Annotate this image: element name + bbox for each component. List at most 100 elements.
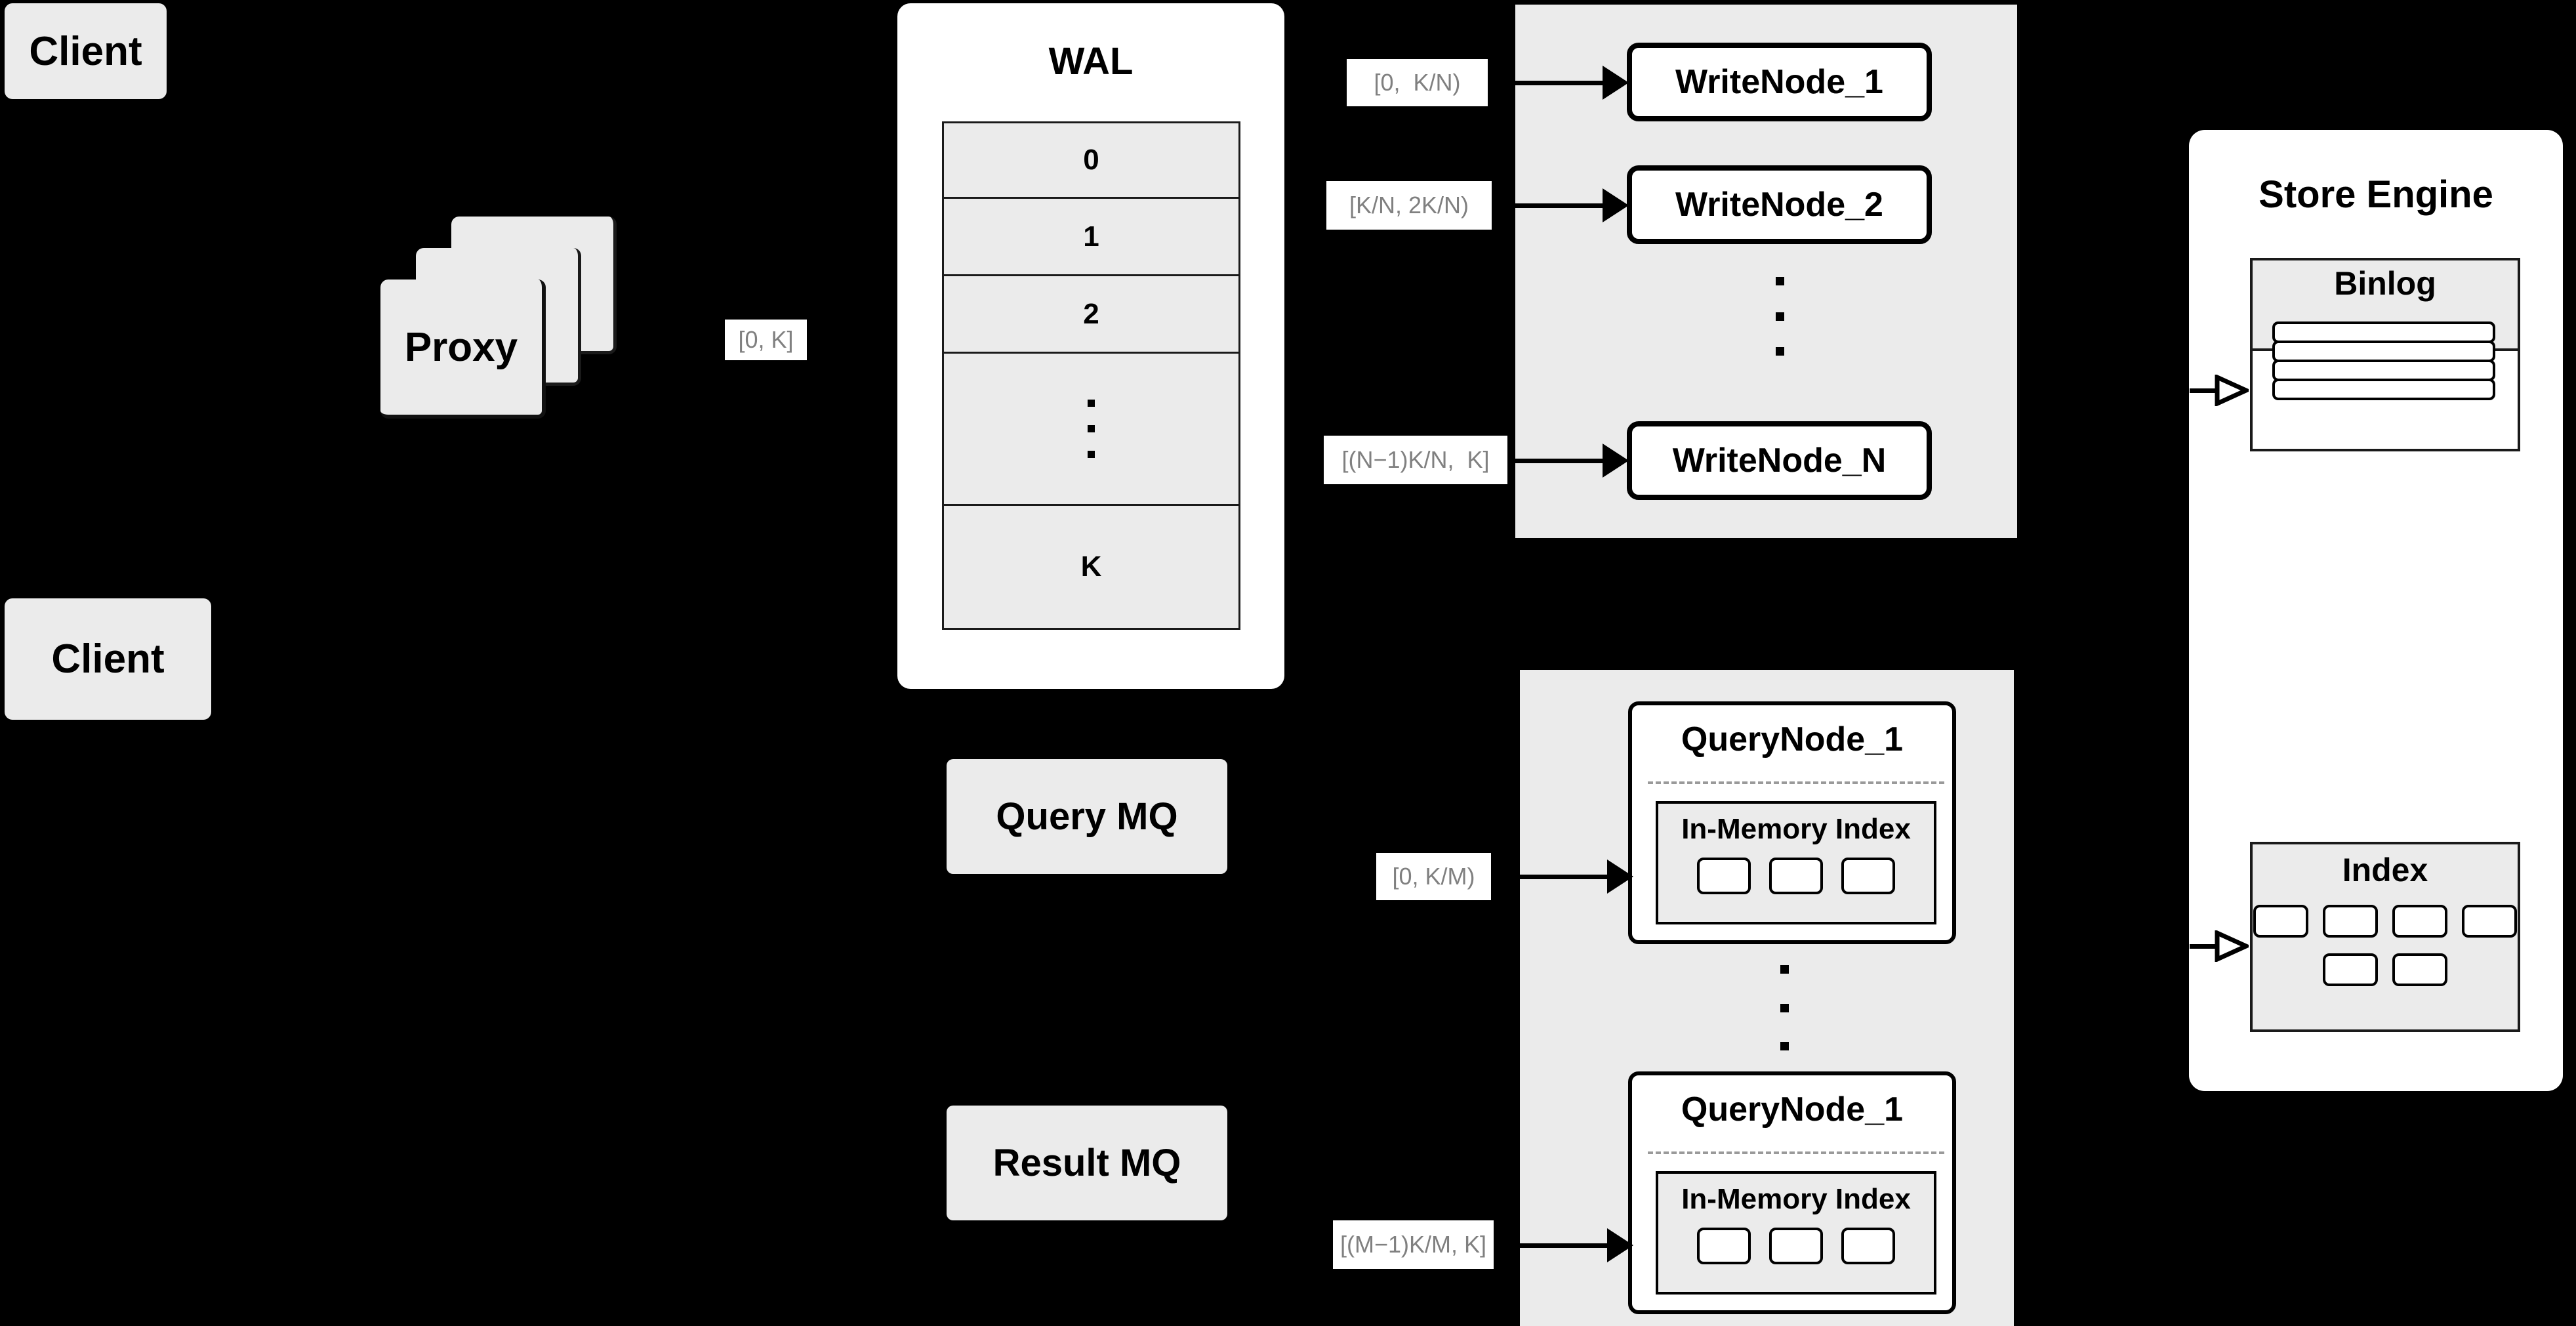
query-node-1[interactable]: QueryNode_1 In-Memory Index	[1628, 701, 1956, 944]
proxy-to-wal-connector	[617, 340, 669, 345]
wal-row-1[interactable]: 1	[944, 199, 1238, 276]
index-cell[interactable]	[2392, 953, 2447, 986]
binlog-title-text: Binlog	[2334, 265, 2436, 302]
binlog-title: Binlog	[2253, 264, 2518, 302]
write-node-1[interactable]: WriteNode_1	[1627, 43, 1932, 121]
binlog-frame	[2250, 258, 2520, 451]
range-label-write-node-1-text: [0, K/N)	[1374, 69, 1461, 96]
client-box-1[interactable]: Client	[5, 3, 167, 99]
in-memory-index-title: In-Memory Index	[1658, 1183, 1934, 1216]
query-node-m-in-memory-index: In-Memory Index	[1656, 1171, 1936, 1295]
query-node-1-in-memory-index: In-Memory Index	[1656, 801, 1936, 924]
client-label-1: Client	[29, 28, 142, 74]
open-arrowhead-icon	[2215, 375, 2249, 406]
index-cell[interactable]	[2323, 905, 2378, 938]
ellipsis-dot	[1780, 1003, 1789, 1012]
arrow-to-write-node-n	[1515, 444, 1630, 478]
query-mq-label: Query MQ	[996, 795, 1178, 838]
client-box-2[interactable]: Client	[5, 598, 211, 720]
arrow-to-index	[2190, 926, 2255, 966]
ellipsis-dot	[1780, 965, 1789, 974]
ellipsis-dot	[1775, 312, 1784, 321]
range-label-proxy-to-wal-text: [0, K]	[738, 326, 794, 353]
arrow-to-write-node-1	[1515, 66, 1630, 100]
store-engine-panel: Store Engine Binlog Index	[2189, 130, 2563, 1091]
wal-row-k[interactable]: K	[944, 506, 1238, 628]
wal-row-list: 0 1 2 K	[942, 121, 1240, 630]
index-section: Index	[2250, 842, 2520, 1032]
ellipsis-dot	[1775, 347, 1784, 356]
index-segment[interactable]	[1841, 1228, 1895, 1264]
ellipsis-dot	[1780, 1042, 1789, 1050]
wal-row-1-label: 1	[1083, 220, 1099, 253]
proxy-card-front[interactable]: Proxy	[380, 280, 546, 419]
range-label-query-node-m-text: [(M−1)K/M, K]	[1339, 1231, 1487, 1258]
query-node-1-divider	[1648, 781, 1944, 784]
range-label-query-node-m: [(M−1)K/M, K]	[1333, 1220, 1494, 1269]
index-segment[interactable]	[1769, 1228, 1823, 1264]
write-node-2[interactable]: WriteNode_2	[1627, 165, 1932, 244]
range-label-write-node-n: [(N−1)K/N, K]	[1324, 436, 1507, 484]
write-node-2-label: WriteNode_2	[1675, 186, 1883, 224]
write-node-cluster: WriteNode_1 WriteNode_2 WriteNode_N	[1515, 5, 2017, 538]
store-engine-title-text: Store Engine	[2259, 173, 2493, 216]
wal-row-ellipsis	[944, 354, 1238, 506]
wal-title-text: WAL	[1048, 39, 1134, 83]
query-mq-box[interactable]: Query MQ	[947, 759, 1227, 874]
result-mq-label: Result MQ	[992, 1142, 1181, 1184]
wal-row-2-label: 2	[1083, 297, 1099, 330]
arrow-to-write-node-2	[1515, 188, 1630, 222]
query-node-cluster: QueryNode_1 In-Memory Index	[1520, 670, 2014, 1326]
wal-title: WAL	[897, 35, 1284, 87]
index-cell[interactable]	[2323, 953, 2378, 986]
query-node-1-title-area: QueryNode_1	[1632, 720, 1952, 759]
range-label-write-node-2: [K/N, 2K/N)	[1326, 181, 1492, 230]
wal-row-0[interactable]: 0	[944, 123, 1238, 199]
query-node-m-divider	[1648, 1151, 1944, 1154]
open-arrowhead-icon	[2215, 930, 2249, 962]
index-cell[interactable]	[2392, 905, 2447, 938]
index-segment[interactable]	[1697, 858, 1751, 894]
write-node-1-label: WriteNode_1	[1675, 63, 1883, 101]
in-memory-index-title: In-Memory Index	[1658, 813, 1934, 846]
query-node-1-label: QueryNode_1	[1681, 720, 1904, 758]
index-cell[interactable]	[2253, 905, 2308, 938]
index-segment[interactable]	[1697, 1228, 1751, 1264]
arrow-to-binlog	[2190, 371, 2255, 410]
in-memory-index-title-text: In-Memory Index	[1681, 813, 1911, 845]
range-label-write-node-n-text: [(N−1)K/N, K]	[1341, 446, 1490, 473]
wal-row-0-label: 0	[1083, 144, 1099, 176]
proxy-stack[interactable]: Proxy	[380, 217, 617, 426]
query-node-m-label: QueryNode_1	[1681, 1090, 1904, 1129]
write-node-ellipsis	[1771, 277, 1788, 356]
binlog-entry[interactable]	[2272, 360, 2495, 381]
binlog-entry[interactable]	[2272, 379, 2495, 400]
index-segment[interactable]	[1769, 858, 1823, 894]
query-node-m[interactable]: QueryNode_1 In-Memory Index	[1628, 1071, 1956, 1314]
wal-panel: WAL 0 1 2 K	[897, 3, 1284, 689]
ellipsis-dot	[1088, 451, 1095, 458]
wal-row-k-label: K	[1080, 550, 1102, 583]
write-node-n[interactable]: WriteNode_N	[1627, 421, 1932, 500]
index-title-text: Index	[2342, 852, 2428, 888]
range-label-query-node-1: [0, K/M)	[1376, 853, 1491, 900]
arrow-to-query-node-1	[1520, 860, 1635, 894]
store-engine-title: Store Engine	[2189, 168, 2563, 220]
result-mq-box[interactable]: Result MQ	[947, 1106, 1227, 1220]
write-node-n-label: WriteNode_N	[1672, 442, 1887, 480]
range-label-proxy-to-wal: [0, K]	[725, 320, 807, 360]
binlog-entries	[2272, 321, 2495, 430]
range-label-query-node-1-text: [0, K/M)	[1392, 863, 1475, 890]
index-segment[interactable]	[1841, 858, 1895, 894]
in-memory-index-title-text: In-Memory Index	[1681, 1183, 1911, 1215]
client-label-2: Client	[51, 636, 165, 682]
index-cell[interactable]	[2462, 905, 2517, 938]
range-label-write-node-1: [0, K/N)	[1347, 59, 1488, 106]
query-node-m-title-area: QueryNode_1	[1632, 1090, 1952, 1129]
wal-row-2[interactable]: 2	[944, 276, 1238, 354]
arrow-to-query-node-m	[1520, 1228, 1635, 1262]
query-node-ellipsis	[1776, 965, 1793, 1050]
range-label-write-node-2-text: [K/N, 2K/N)	[1349, 192, 1469, 218]
index-title: Index	[2253, 851, 2518, 889]
